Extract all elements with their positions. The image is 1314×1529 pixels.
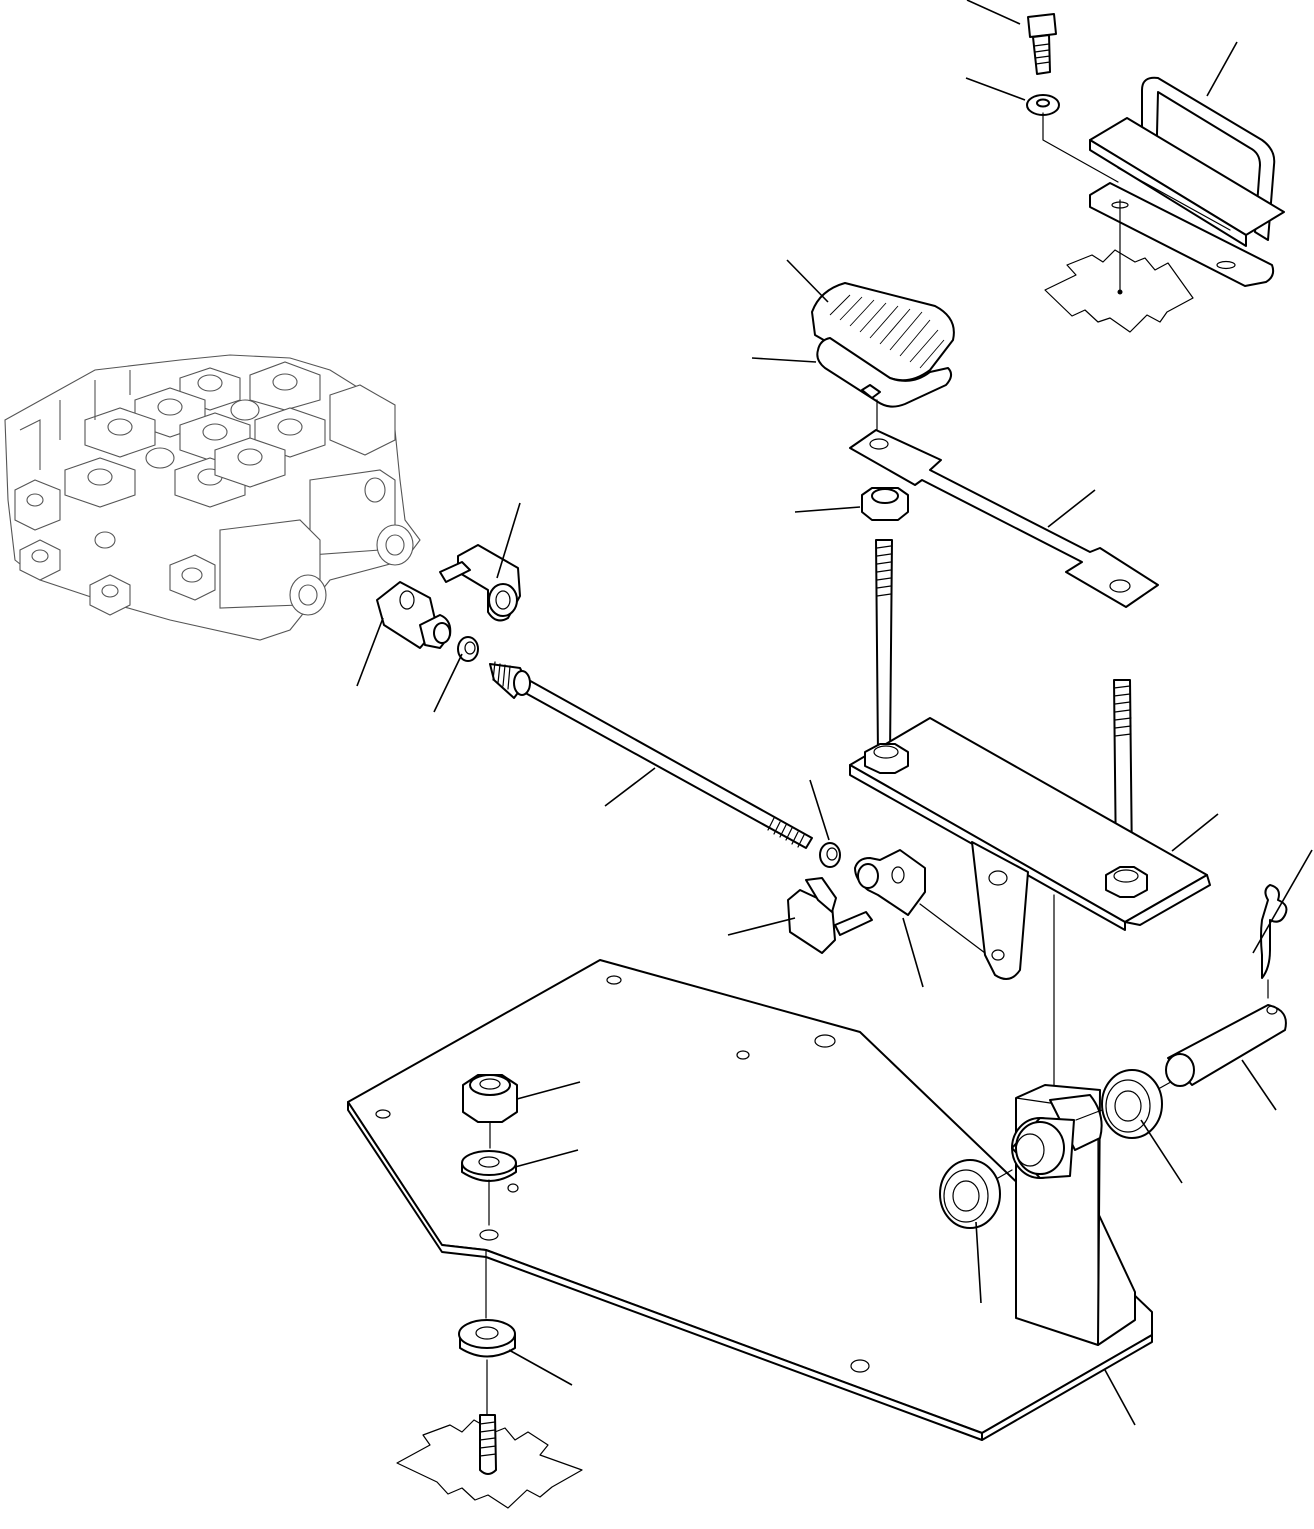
pivot-plate	[849, 717, 1211, 980]
washer-top	[1026, 94, 1060, 116]
pivot-plate-leader	[1171, 813, 1219, 852]
clevis-left-leader	[356, 617, 384, 687]
clevis-right-leader	[902, 917, 924, 988]
pedal-nut-leader	[794, 506, 861, 513]
pedal-pad-leader	[786, 259, 829, 303]
pedal-nut	[861, 487, 909, 521]
bracket-handle-leader	[1206, 41, 1238, 97]
bearing-right	[1101, 1069, 1163, 1139]
nut-base	[462, 1074, 518, 1123]
washer-base	[461, 1150, 517, 1182]
leader-lines	[356, 0, 1313, 1426]
pin	[1165, 1004, 1287, 1087]
nut-base-leader	[516, 1081, 581, 1100]
washer-bottom	[458, 1319, 516, 1358]
base-plate	[347, 959, 1153, 1441]
clevis-right	[854, 849, 926, 916]
clevis-left	[376, 581, 452, 649]
clip-leader	[496, 502, 521, 579]
cotter-pin-leader	[1252, 849, 1313, 954]
nut-left-leader	[433, 653, 463, 713]
ground-symbol-bottom	[396, 1414, 583, 1509]
bolt	[1027, 13, 1057, 75]
pedal-rubber	[816, 337, 952, 408]
washer-top-leader	[965, 77, 1026, 101]
ground-symbol-top	[1044, 199, 1194, 333]
clip-left	[439, 544, 521, 622]
nut-right-leader	[809, 779, 830, 841]
bearing-right-leader	[1140, 1119, 1183, 1184]
clip-right	[787, 877, 873, 954]
rod-leader	[604, 767, 656, 807]
pedal-rubber-leader	[751, 357, 817, 363]
cotter-pin	[1260, 884, 1288, 979]
bearing-left	[939, 1159, 1001, 1229]
bolt-leader	[966, 0, 1021, 25]
base-plate-leader	[1104, 1369, 1136, 1426]
pedal-lever-leader	[1047, 489, 1096, 528]
pedal-lever	[849, 429, 1159, 608]
control-rod	[489, 661, 813, 849]
nut-left	[457, 636, 479, 662]
handle-bracket	[1089, 76, 1285, 287]
clip-right-leader	[727, 917, 796, 936]
bearing-left-leader	[975, 1221, 982, 1304]
washer-base-leader	[514, 1149, 579, 1168]
stud-left	[875, 539, 893, 756]
nut-right	[819, 842, 841, 868]
control-valve	[4, 354, 421, 641]
washer-bottom-leader	[508, 1349, 573, 1386]
pin-leader	[1241, 1059, 1277, 1111]
